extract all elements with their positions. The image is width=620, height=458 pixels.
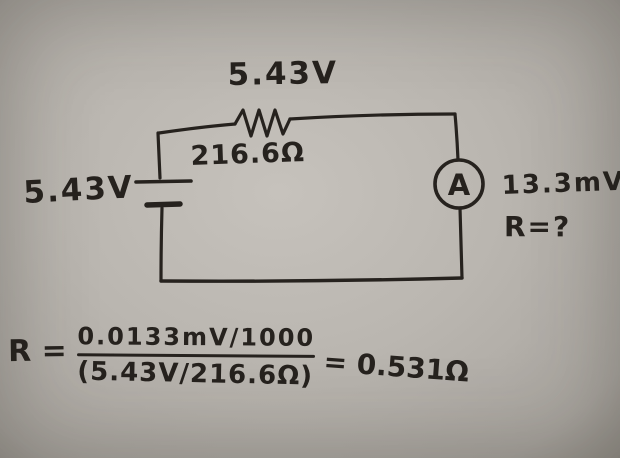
equation-fraction: 0.0133mV/1000 (5.43V/216.6Ω) <box>76 321 315 392</box>
resistor-symbol <box>233 108 292 138</box>
wire-left-upper <box>156 131 162 180</box>
wire-left-lower <box>159 206 164 283</box>
ammeter-reading-label: 13.3mV <box>501 167 620 201</box>
wire-right-upper <box>453 112 460 162</box>
ammeter-letter: A <box>448 168 471 202</box>
equation-numerator: 0.0133mV/1000 <box>77 322 315 352</box>
battery-short-plate <box>144 201 183 208</box>
resistor-voltage-label: 5.43V <box>227 55 338 93</box>
battery-long-plate <box>134 179 193 184</box>
resistor-value-label: 216.6Ω <box>190 137 305 172</box>
unknown-resistance-label: R=? <box>504 210 571 243</box>
wire-bottom <box>159 276 464 283</box>
wire-top-left <box>157 122 237 135</box>
wire-right-lower <box>458 206 464 280</box>
equation: R = 0.0133mV/1000 (5.43V/216.6Ω) = 0.531… <box>7 319 471 395</box>
equation-prefix: R = <box>7 333 68 370</box>
wire-top-right <box>288 112 457 121</box>
equation-result: = 0.531Ω <box>322 344 471 389</box>
battery-voltage-label: 5.43V <box>23 169 135 211</box>
equation-denominator: (5.43V/216.6Ω) <box>76 356 314 392</box>
